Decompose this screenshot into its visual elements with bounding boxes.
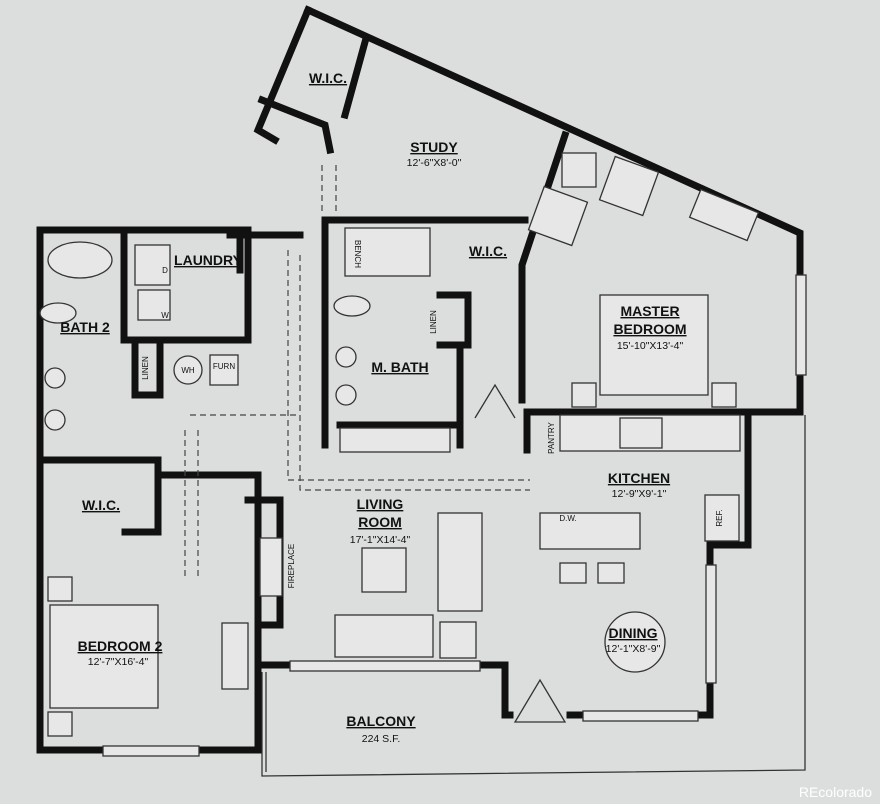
dryer-label: D — [162, 266, 168, 275]
window-icon — [102, 745, 200, 757]
bed-icon — [599, 294, 709, 396]
dryer-icon — [134, 244, 171, 286]
furnace-label: FURN — [213, 362, 235, 371]
study-label: STUDY — [410, 139, 458, 155]
master-linen-label: LINEN — [429, 310, 438, 334]
stool-icon — [597, 562, 625, 584]
room-labels: W.I.C. STUDY 12'-6"X8'-0" MASTER BEDROOM… — [60, 70, 724, 745]
window-icon — [582, 710, 699, 722]
nightstand-icon — [47, 576, 73, 602]
water-heater-label: WH — [181, 366, 195, 375]
door-swing-icon — [513, 678, 567, 723]
balcony-label: BALCONY — [346, 713, 416, 729]
door-swing-icon — [474, 383, 516, 419]
dining-dims: 12'-1"X8'-9" — [606, 643, 661, 655]
dresser-icon — [221, 622, 249, 690]
nightstand-icon — [571, 382, 597, 408]
armchair-icon — [527, 185, 589, 247]
living-room-label-2: ROOM — [358, 514, 402, 530]
walls — [36, 5, 804, 754]
fridge-label: REF. — [715, 509, 724, 526]
master-bedroom-label-1: MASTER — [620, 303, 679, 319]
dresser-icon — [688, 188, 760, 242]
wic-top-label: W.I.C. — [309, 70, 347, 86]
window-icon — [795, 274, 807, 376]
island-icon — [539, 512, 641, 550]
master-bath-label: M. BATH — [371, 359, 428, 375]
shower-icon — [344, 227, 431, 277]
balcony-outline — [261, 415, 806, 777]
study-dims: 12'-6"X8'-0" — [407, 157, 462, 169]
bench-label: BENCH — [353, 240, 362, 268]
sofa-icon — [437, 512, 483, 612]
fireplace-label: FIREPLACE — [287, 544, 296, 588]
living-room-dims: 17'-1"X14'-4" — [350, 534, 411, 546]
fridge-icon — [704, 494, 740, 542]
dining-label: DINING — [609, 625, 658, 641]
master-wic-label: W.I.C. — [469, 243, 507, 259]
sink-icon — [335, 384, 357, 406]
bath2-label: BATH 2 — [60, 319, 110, 335]
sofa-icon — [334, 614, 434, 658]
balcony-area: 224 S.F. — [362, 733, 401, 745]
pantry-label: PANTRY — [547, 421, 556, 453]
ductwork — [184, 165, 530, 580]
stool-icon — [559, 562, 587, 584]
furnace-icon — [209, 354, 239, 386]
dishwasher-label: D.W. — [559, 514, 576, 523]
water-heater-icon — [173, 355, 203, 385]
kitchen-dims: 12'-9"X9'-1" — [612, 488, 667, 500]
sink-icon — [335, 346, 357, 368]
kitchen-label: KITCHEN — [608, 470, 670, 486]
bathtub-icon — [47, 241, 113, 279]
master-bedroom-dims: 15'-10"X13'-4" — [617, 340, 684, 352]
coffee-table-icon — [361, 547, 407, 593]
nightstand-icon — [47, 711, 73, 737]
master-bedroom-label-2: BEDROOM — [613, 321, 686, 337]
living-room-label-1: LIVING — [357, 496, 404, 512]
washer-label: W — [161, 311, 169, 320]
stove-icon — [619, 417, 663, 449]
bedroom2-wic-label: W.I.C. — [82, 497, 120, 513]
window-icon — [289, 660, 481, 672]
toilet-icon — [39, 302, 77, 324]
bath2-linen-label: LINEN — [141, 356, 150, 380]
window-icon — [705, 564, 717, 684]
dining-table-icon — [604, 611, 666, 673]
nightstand-icon — [711, 382, 737, 408]
table-icon — [561, 152, 597, 188]
toilet-icon — [333, 295, 371, 317]
furniture — [39, 152, 807, 757]
sink-icon — [44, 409, 66, 431]
bedroom2-label: BEDROOM 2 — [78, 638, 163, 654]
bedroom2-dims: 12'-7"X16'-4" — [88, 656, 149, 668]
bed-icon — [49, 604, 159, 709]
watermark: REcolorado — [799, 784, 872, 800]
bench-icon — [339, 427, 451, 453]
armchair-icon — [598, 155, 660, 217]
washer-icon — [137, 289, 171, 321]
side-table-icon — [439, 621, 477, 659]
sink-icon — [44, 367, 66, 389]
fireplace-icon — [259, 537, 283, 597]
laundry-label: LAUNDRY — [174, 252, 243, 268]
